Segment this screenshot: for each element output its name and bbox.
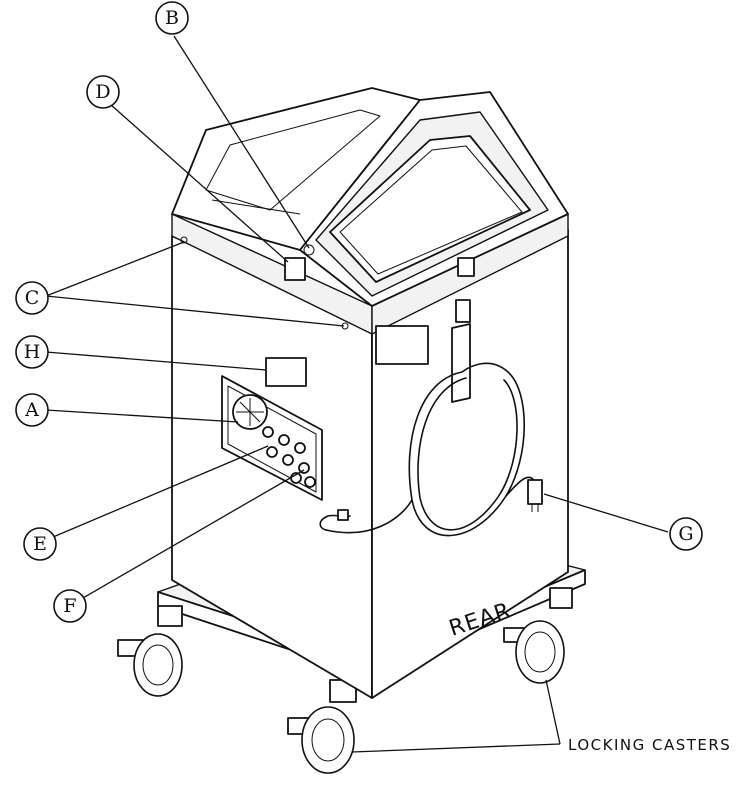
callout-e: E (23, 527, 57, 561)
caster-front-right (287, 679, 357, 774)
leader-lines (45, 35, 669, 753)
power-cord (319, 362, 543, 537)
caster-front-left (117, 605, 183, 697)
connection-panel (221, 375, 323, 501)
right-face-label (375, 325, 429, 365)
leader-casters-1 (545, 679, 561, 745)
leader-e (45, 445, 269, 541)
part-e-fittings (262, 426, 306, 458)
callout-h-label: H (24, 341, 41, 363)
caster-rear-right (503, 587, 573, 684)
leader-f (75, 469, 305, 603)
cord-hook-bracket (451, 323, 471, 403)
locking-casters-label: LOCKING CASTERS (568, 736, 731, 754)
cabinet-details (180, 236, 471, 403)
callout-a: A (15, 393, 49, 427)
leader-b (173, 35, 310, 249)
leader-c-2 (45, 295, 345, 327)
callout-g: G (669, 517, 703, 551)
callout-b-label: B (165, 7, 179, 29)
callout-d-label: D (95, 81, 110, 103)
callout-h: H (15, 335, 49, 369)
callout-c-label: C (25, 287, 40, 309)
callout-c: C (15, 281, 49, 315)
callout-a-label: A (24, 399, 39, 421)
callout-b: B (155, 1, 189, 35)
leader-d (109, 103, 289, 263)
part-d-switch (284, 257, 306, 281)
callout-e-label: E (33, 533, 47, 555)
leader-g (543, 493, 669, 533)
callout-f: F (53, 589, 87, 623)
leader-casters-2 (351, 743, 561, 753)
callout-d: D (86, 75, 120, 109)
leader-h (45, 351, 267, 371)
part-c-screw-left (180, 236, 188, 244)
power-plug (527, 479, 543, 505)
leader-c-1 (45, 241, 185, 297)
part-b-fixture (303, 244, 315, 256)
part-h-label-plate (265, 357, 307, 387)
leader-a (45, 409, 239, 423)
callout-g-label: G (678, 523, 693, 545)
callout-f-label: F (63, 595, 76, 617)
top-console (171, 87, 569, 307)
